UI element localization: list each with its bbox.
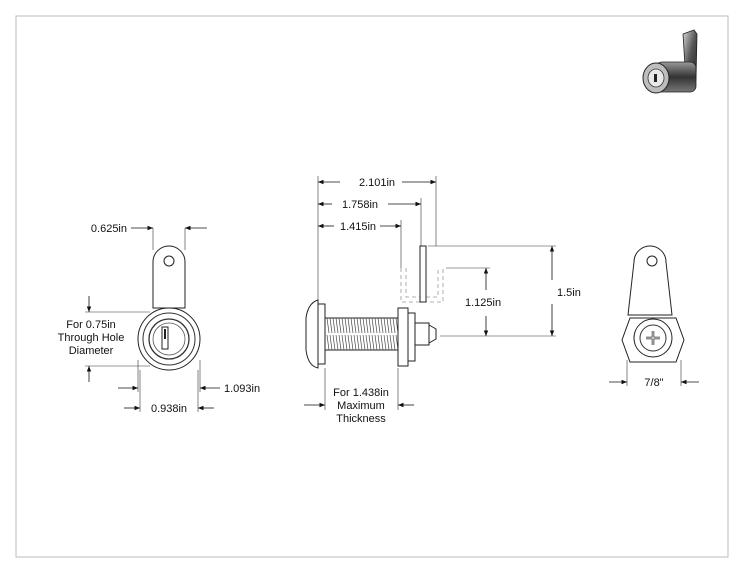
thread-line: [371, 317, 375, 334]
thread-line: [335, 334, 339, 351]
thread-line: [347, 334, 351, 351]
thickness-note-line-3: Thickness: [336, 413, 386, 425]
thread-line: [359, 317, 363, 334]
thread-line: [347, 317, 351, 334]
rear-view: [621, 245, 685, 363]
thread-line: [329, 334, 333, 351]
thread-line: [332, 334, 336, 351]
thread-line: [341, 334, 345, 351]
side-view: [305, 245, 444, 369]
thread-line: [389, 334, 393, 351]
dim-overall-height: 1.5in: [557, 287, 581, 299]
thread-line: [353, 334, 357, 351]
thread-line: [335, 317, 339, 334]
thread-line: [377, 317, 381, 334]
thread-line: [344, 317, 348, 334]
dim-rear-width: 7/8": [644, 377, 663, 389]
side-view-dimensions: 2.101in 1.758in 1.415in 1.125in 1.5in Fo…: [304, 176, 581, 425]
thread-line: [377, 334, 381, 351]
dim-cam-height: 1.125in: [465, 297, 501, 309]
dim-front-height: 1.093in: [224, 383, 260, 395]
thread-line: [362, 334, 366, 351]
thread-line: [392, 317, 396, 334]
thread-line: [389, 317, 393, 334]
thread-line: [350, 334, 354, 351]
thread-line: [368, 334, 372, 351]
thickness-note-line-2: Maximum: [337, 400, 385, 412]
dim-front-width: 0.625in: [91, 223, 127, 235]
thread-line: [365, 334, 369, 351]
hole-note-line-2: Through Hole: [58, 332, 125, 344]
thread-line: [374, 334, 378, 351]
thread-line: [353, 317, 357, 334]
thread-line: [380, 317, 384, 334]
thread-line: [350, 317, 354, 334]
dim-front-base: 0.938in: [151, 403, 187, 415]
thread-line: [362, 317, 366, 334]
thread-line: [326, 317, 330, 334]
thread-line: [359, 334, 363, 351]
thread-line: [329, 317, 333, 334]
thread-line: [386, 317, 390, 334]
thread-line: [338, 334, 342, 351]
thread-line: [365, 317, 369, 334]
dim-overall-length: 2.101in: [359, 177, 395, 189]
thread-line: [392, 334, 396, 351]
dim-short-length: 1.415in: [340, 221, 376, 233]
thread-line: [368, 317, 372, 334]
thread-line: [356, 334, 360, 351]
hole-note-line-1: For 0.75in: [66, 319, 116, 331]
rear-view-dimensions: 7/8": [609, 360, 699, 389]
thickness-note-line-1: For 1.438in: [333, 387, 389, 399]
thread-line: [383, 317, 387, 334]
thread-line: [344, 334, 348, 351]
thread-line: [338, 317, 342, 334]
hole-note-line-3: Diameter: [69, 345, 114, 357]
lock-3d-thumbnail: [642, 29, 698, 94]
dim-mid-length: 1.758in: [342, 199, 378, 211]
thread-line: [383, 334, 387, 351]
thread-line: [371, 334, 375, 351]
thread-line: [386, 334, 390, 351]
thread-line: [374, 317, 378, 334]
thread-line: [341, 317, 345, 334]
thread-line: [332, 317, 336, 334]
thread-line: [326, 334, 330, 351]
front-view-dimensions: 0.625in For 0.75in Through Hole Diameter…: [58, 223, 260, 415]
thread-line: [380, 334, 384, 351]
sheet-border: [15, 15, 729, 558]
thread-line: [356, 317, 360, 334]
front-view: [137, 245, 201, 371]
